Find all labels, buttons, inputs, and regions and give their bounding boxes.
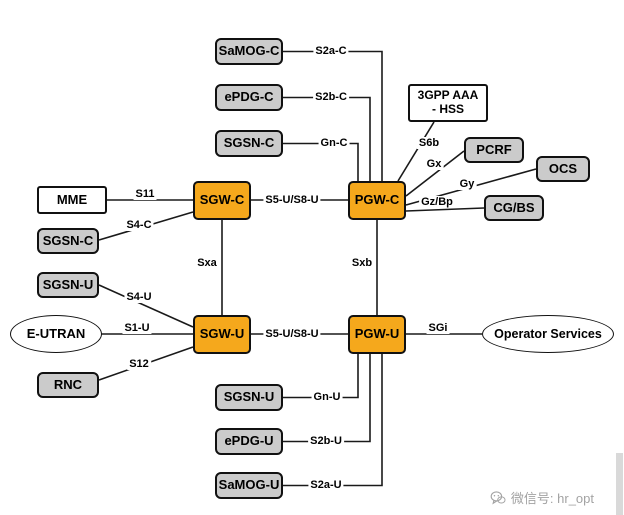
node-sgsn-u-left: SGSN-U [37, 272, 99, 298]
interface-label-s2b-u: S2b-U [308, 435, 344, 447]
wechat-icon [490, 490, 506, 506]
node-e-utran: E-UTRAN [10, 315, 102, 353]
interface-label-s2a-c: S2a-C [313, 45, 349, 57]
wire-s2a-c [283, 50, 383, 181]
interface-label-gx: Gx [424, 158, 444, 170]
interface-label-s1-u: S1-U [122, 322, 152, 334]
node-sgsn-c-left: SGSN-C [37, 228, 99, 254]
node-rnc: RNC [37, 372, 99, 398]
interface-label-s11: S11 [133, 188, 157, 200]
interface-label-sgi: SGi [426, 322, 450, 334]
interface-label-gy: Gy [457, 178, 477, 190]
interface-label-sxa: Sxa [195, 257, 219, 269]
node-mme: MME [37, 186, 107, 214]
node-ocs: OCS [536, 156, 590, 182]
right-edge-bar [616, 453, 623, 515]
interface-label-s2a-u: S2a-U [308, 479, 344, 491]
node-pgw-u: PGW-U [348, 315, 406, 354]
interface-label-s12: S12 [127, 358, 151, 370]
node-samog-u: SaMOG-U [215, 472, 283, 499]
watermark-text: 微信号: hr_opt [510, 491, 594, 506]
interface-label-gn-u: Gn-U [311, 391, 343, 403]
node-epdg-c: ePDG-C [215, 84, 283, 111]
interface-label-s6b: S6b [416, 137, 442, 149]
wire-s2a-u [283, 354, 383, 487]
wire-gz-bp [405, 207, 485, 212]
wire-s6b [397, 121, 435, 182]
interface-label-gz-bp: Gz/Bp [419, 196, 455, 208]
watermark: 微信号: hr_opt [490, 488, 594, 507]
node-samog-c: SaMOG-C [215, 38, 283, 65]
node-pgw-c: PGW-C [348, 181, 406, 220]
node-3gpp-aaa-hss-line1: 3GPP AAA [417, 88, 479, 103]
node-3gpp-aaa-hss-line2: - HSS [431, 102, 464, 116]
node-epdg-u: ePDG-U [215, 428, 283, 455]
interface-label-s5u-s8u-bottom: S5-U/S8-U [263, 328, 321, 340]
interface-label-s4-u: S4-U [124, 291, 154, 303]
interface-label-s2b-c: S2b-C [313, 91, 349, 103]
node-cg-bs: CG/BS [484, 195, 544, 221]
interface-label-sxb: Sxb [349, 257, 375, 269]
node-sgsn-c-top: SGSN-C [215, 130, 283, 157]
node-sgw-c: SGW-C [193, 181, 251, 220]
interface-label-s5u-s8u-top: S5-U/S8-U [263, 194, 321, 206]
node-3gpp-aaa-hss: 3GPP AAA - HSS [408, 84, 488, 122]
interface-label-gn-c: Gn-C [318, 137, 350, 149]
interface-label-s4-c: S4-C [124, 219, 154, 231]
wire-gn-c [283, 142, 359, 181]
node-sgsn-u-bottom: SGSN-U [215, 384, 283, 411]
node-pcrf: PCRF [464, 137, 524, 163]
node-sgw-u: SGW-U [193, 315, 251, 354]
node-operator-services: Operator Services [482, 315, 614, 353]
